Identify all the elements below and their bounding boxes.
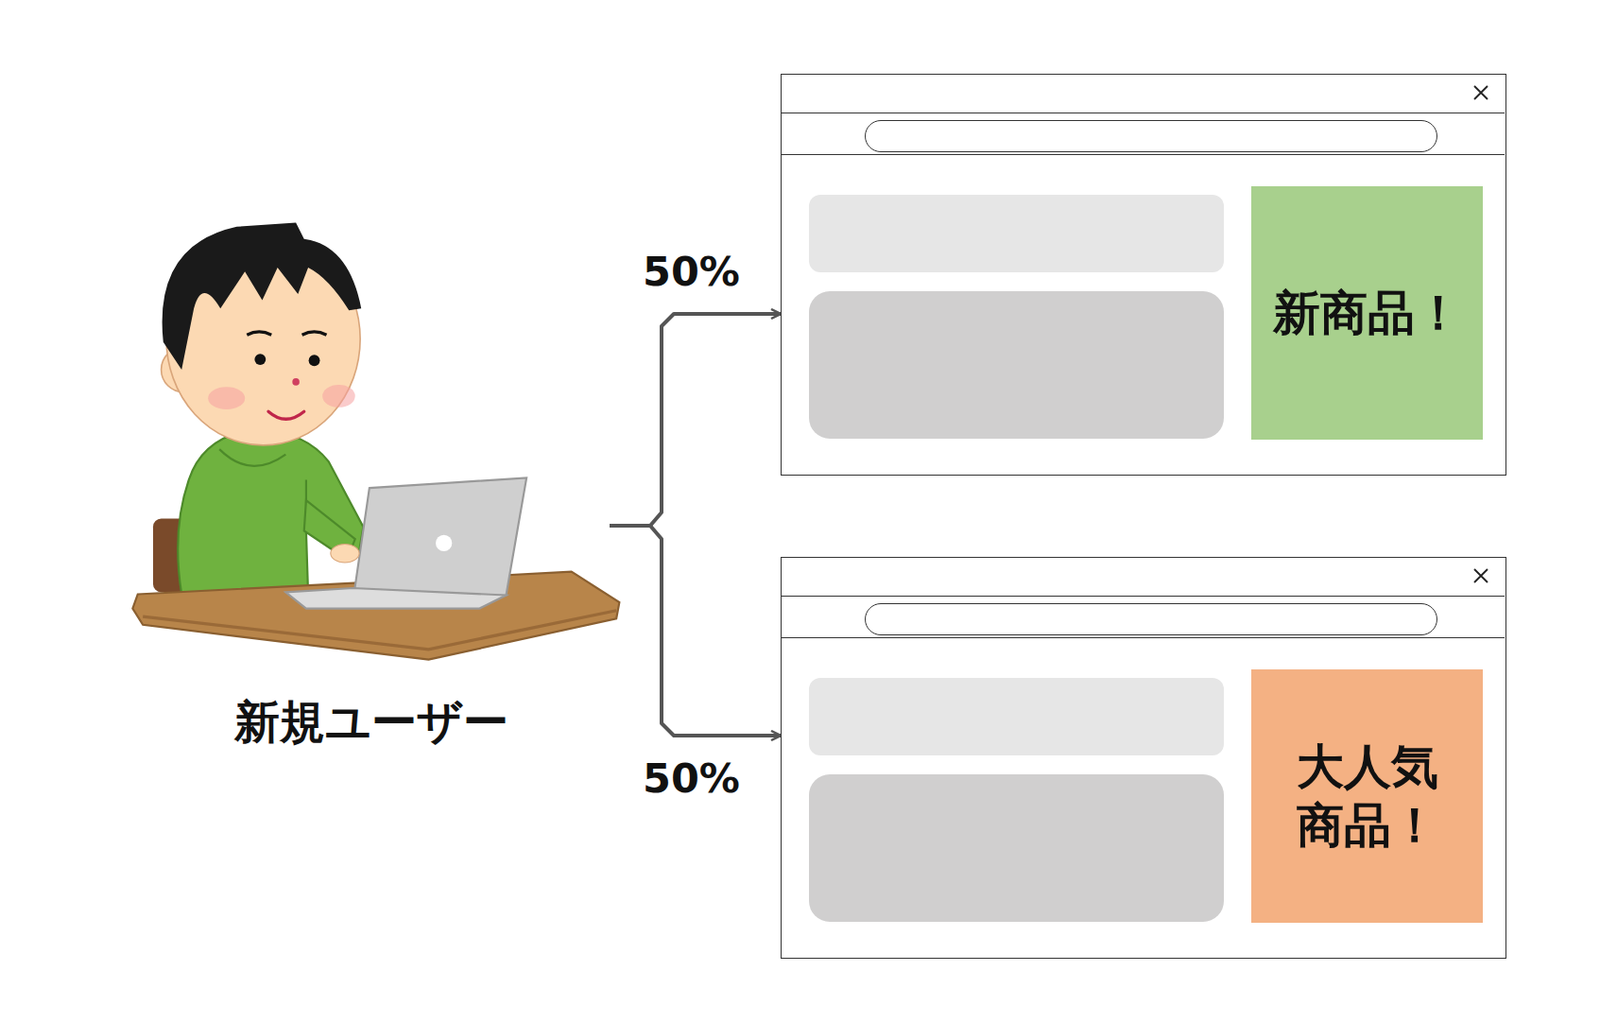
content-block — [808, 194, 1224, 273]
banner-text: 大人気 商品！ — [1260, 737, 1474, 856]
user-figure: 新規ユーザー — [132, 224, 610, 750]
content-block — [808, 774, 1224, 922]
address-bar-line — [781, 636, 1505, 638]
laptop-screen — [353, 477, 528, 601]
hand — [330, 544, 360, 563]
eyebrows — [246, 331, 327, 335]
cheek — [207, 386, 245, 410]
green-sweater — [177, 429, 363, 595]
cheek — [322, 384, 356, 408]
close-icon — [1472, 84, 1490, 102]
laptop-base — [285, 587, 506, 609]
node-label: 新規ユーザー — [132, 694, 610, 750]
split-arrow — [609, 525, 781, 736]
split-arrow — [609, 313, 781, 526]
nose — [292, 378, 300, 386]
content-block — [808, 291, 1224, 439]
eye — [254, 353, 266, 365]
close-cross — [1474, 86, 1488, 100]
banner-text: 新商品！ — [1273, 283, 1463, 344]
title-bar-line — [781, 595, 1505, 597]
split-ratio: 50% — [639, 248, 743, 295]
eye — [309, 354, 321, 366]
laptop-logo — [435, 534, 452, 551]
title-bar-line — [781, 112, 1505, 114]
browser-window: 新商品！ — [780, 73, 1507, 476]
smile — [268, 411, 305, 419]
split-ratio: 50% — [639, 755, 743, 802]
content-block — [808, 677, 1224, 756]
sweater-lines — [219, 448, 307, 531]
close-icon — [1472, 567, 1490, 585]
person-at-desk — [132, 222, 620, 659]
browser-window: 大人気 商品！ — [780, 556, 1507, 959]
address-bar-line — [781, 154, 1505, 155]
address-field — [864, 120, 1438, 153]
promo-banner: 大人気 商品！ — [1251, 669, 1483, 923]
close-cross — [1474, 568, 1488, 583]
desk-edge — [142, 610, 617, 650]
address-field — [864, 602, 1438, 636]
hair — [162, 222, 362, 369]
promo-banner: 新商品！ — [1251, 186, 1483, 440]
